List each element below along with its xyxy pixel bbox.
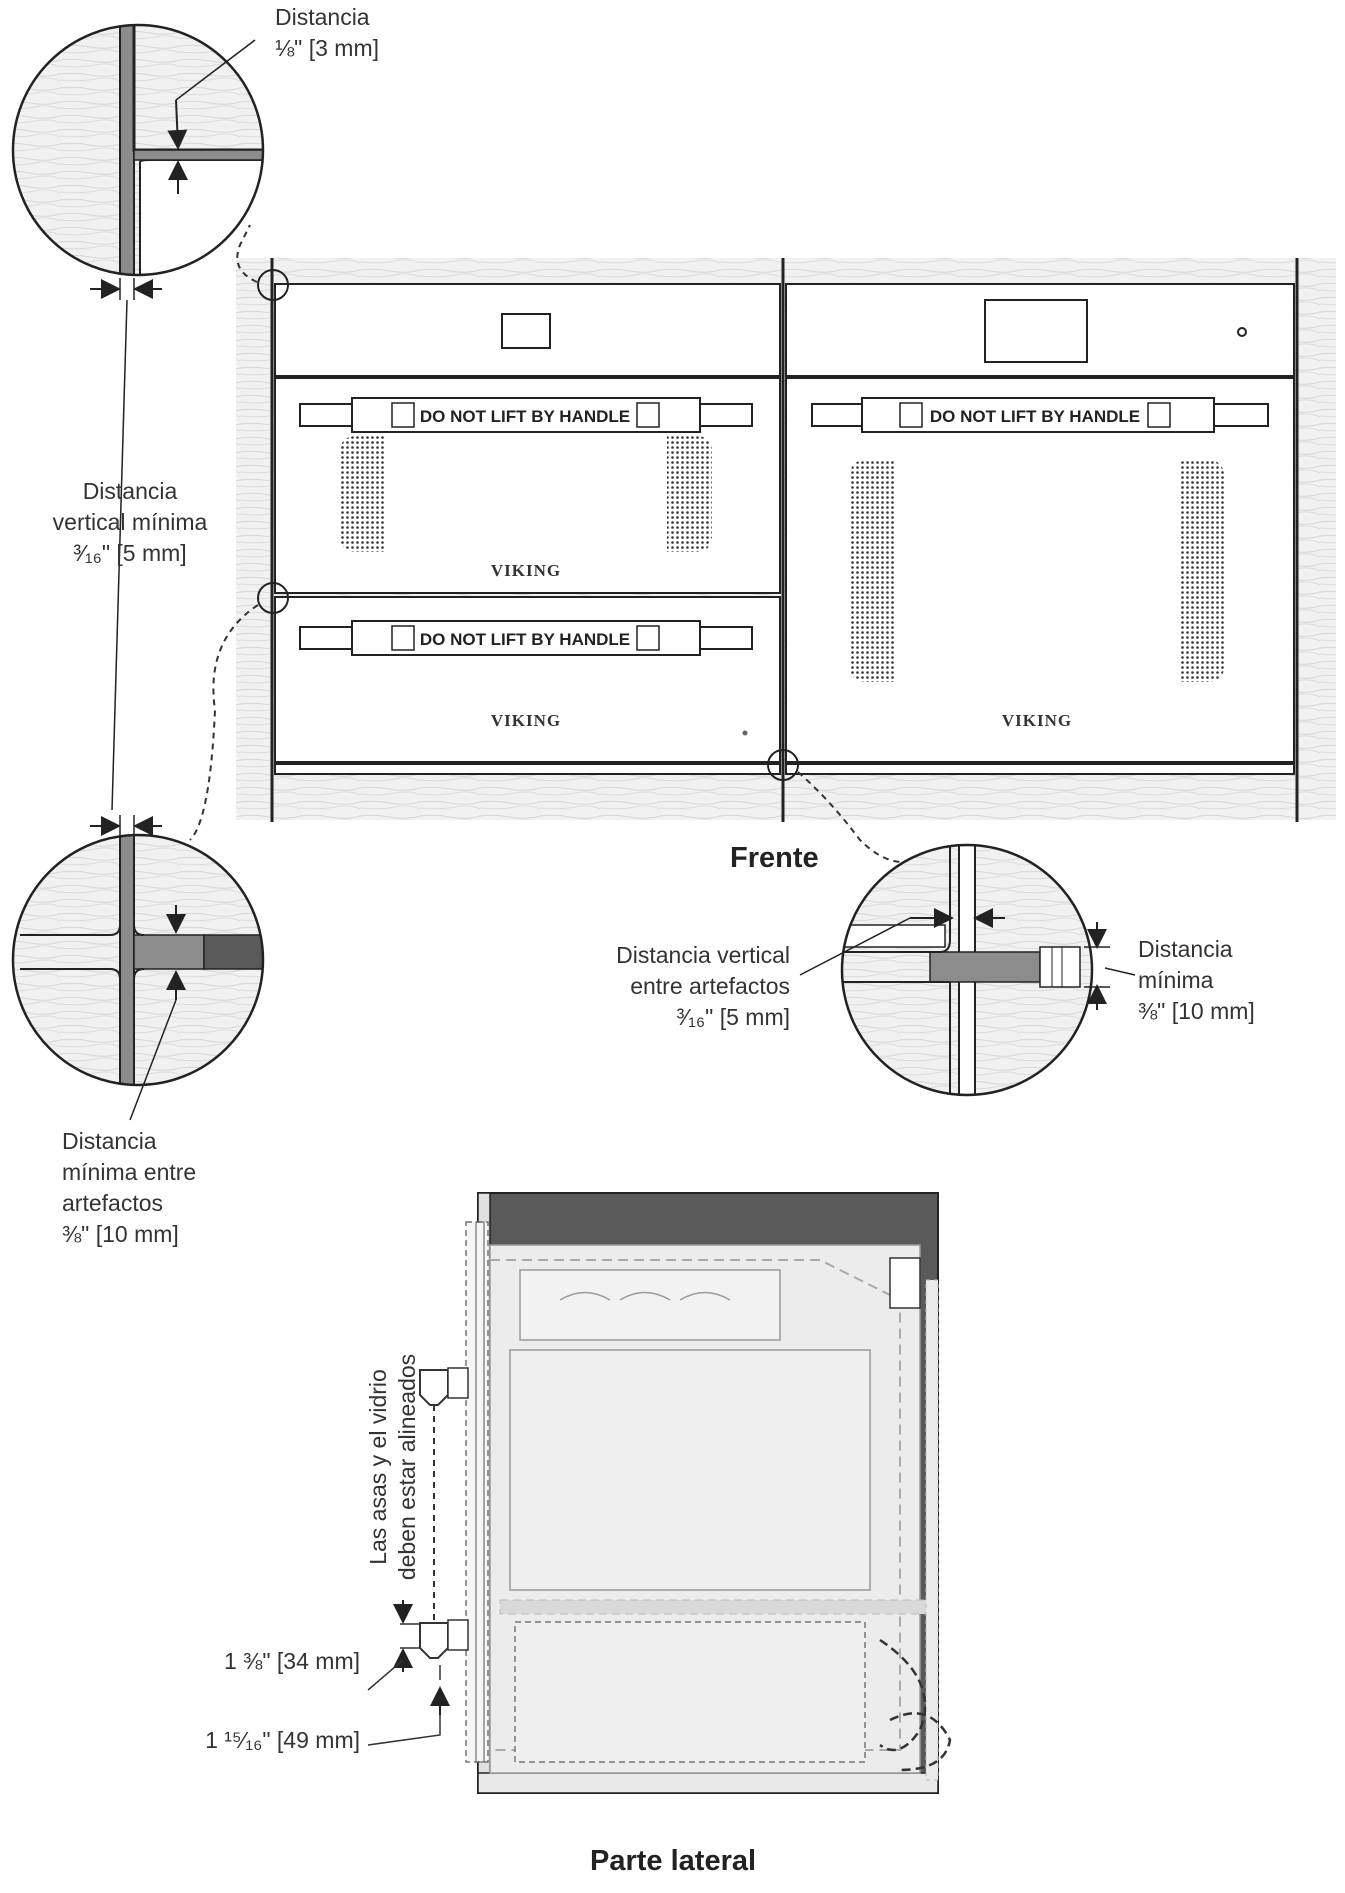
warning-icon [391, 625, 415, 651]
brand-logo: VIKING [491, 561, 561, 580]
handle-warning-text: DO NOT LIFT BY HANDLE [930, 407, 1140, 426]
callout-marker [257, 582, 289, 614]
speed-oven-control-panel [274, 283, 781, 377]
label-handles-aligned: Las asas y el vidrio deben estar alinead… [365, 1353, 420, 1581]
detail-vertical-minimum [11, 815, 265, 1121]
side-view [367, 1192, 952, 1794]
speed-oven-display [501, 313, 551, 349]
brand-logo: VIKING [1002, 711, 1072, 730]
callout-marker [767, 749, 799, 781]
front-view: DO NOT LIFT BY HANDLE VIKING DO NOT LIFT… [189, 224, 1336, 863]
handle-warning-text: DO NOT LIFT BY HANDLE [420, 407, 630, 426]
warning-icon [1147, 402, 1171, 428]
warning-icon [636, 402, 660, 428]
label-dim-49: 1 ¹⁵⁄₁₆" [49 mm] [205, 1727, 360, 1753]
label-dim-34: 1 ⅜" [34 mm] [224, 1648, 360, 1674]
brand-logo: VIKING [491, 711, 561, 730]
label-gap-top: Distancia ⅛" [3 mm] [275, 4, 380, 61]
warning-icon [391, 402, 415, 428]
title-front: Frente [730, 842, 819, 874]
handle-warning-text: DO NOT LIFT BY HANDLE [420, 630, 630, 649]
callout-marker [257, 269, 289, 301]
warning-icon [899, 402, 923, 428]
label-minimum-between: Distancia mínima entre artefactos ⅜" [10… [62, 1128, 197, 1247]
wall-oven-display [984, 299, 1088, 363]
detail-top-gap [11, 23, 265, 811]
power-icon [1237, 327, 1247, 337]
label-vertical-between: Distancia vertical entre artefactos ³⁄₁₆… [616, 942, 790, 1030]
warning-icon [636, 625, 660, 651]
label-vertical-minimum: Distancia vertical mínima ³⁄₁₆" [5 mm] [52, 478, 208, 566]
label-minimum-right: Distancia mínima ⅜" [10 mm] [1138, 936, 1255, 1024]
detail-vertical-between [799, 843, 1136, 1097]
title-side: Parte lateral [590, 1845, 757, 1877]
